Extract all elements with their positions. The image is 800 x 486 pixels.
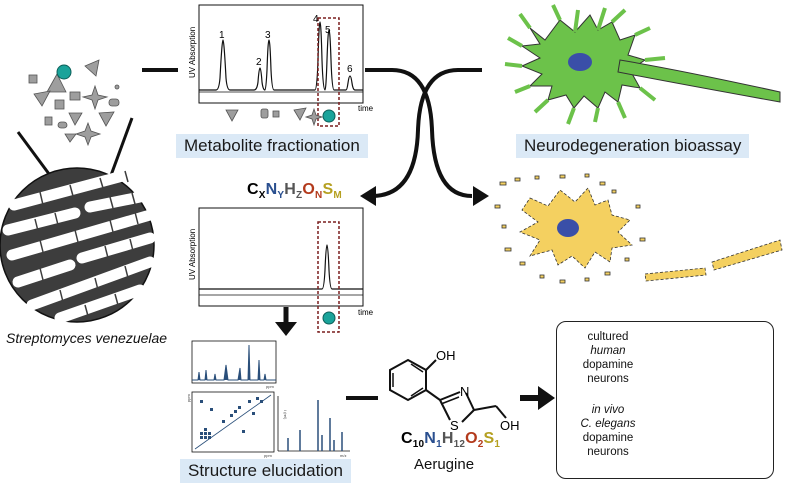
- panel-line8: neurons: [587, 446, 629, 458]
- mf-s: S: [483, 430, 495, 447]
- fraction-shapes: [225, 107, 336, 127]
- compound-name: Aerugine: [414, 456, 475, 473]
- chromatogram-1-y-label: UV Absorption: [188, 27, 197, 78]
- chromatogram-1: [198, 4, 364, 127]
- chromatogram-2-x-label: time: [358, 308, 374, 317]
- chromatogram-2-y-label: UV Absorption: [188, 229, 197, 280]
- nmr-ppm-label-1: ppm: [266, 384, 274, 389]
- panel-line2: human: [590, 345, 626, 357]
- bacteria-colony: [0, 164, 156, 324]
- label-fractionation: Metabolite fractionation: [176, 134, 368, 158]
- gf-o-sub: N: [315, 190, 323, 202]
- mf-h: H: [441, 430, 454, 447]
- mf-c: C: [401, 430, 413, 447]
- organism-name: Streptomyces venezuelae: [6, 330, 168, 346]
- peak-2: 2: [256, 57, 262, 68]
- panel-line3: dopamine: [582, 359, 634, 371]
- arrow-head-left: [360, 186, 376, 206]
- panel-elegans-text: in vivo C. elegans dopamine neurons: [568, 403, 648, 459]
- atom-n: N: [460, 384, 469, 399]
- arrow-head-right: [473, 186, 489, 206]
- mf-o: O: [465, 430, 478, 447]
- label-bioassay: Neurodegeneration bioassay: [516, 134, 750, 158]
- nmr-2d-spectrum: [191, 391, 275, 453]
- panel-human-text: cultured human dopamine neurons: [568, 330, 648, 386]
- ms-y-label: I (rel): [283, 410, 288, 420]
- peak-3: 3: [265, 30, 271, 41]
- gf-h: H: [284, 181, 297, 198]
- validation-panel: [556, 321, 774, 479]
- aerugine-structure: [389, 358, 507, 423]
- gf-n-sub: Y: [277, 190, 285, 202]
- panel-line7: dopamine: [582, 432, 634, 444]
- metabolite-particles: [28, 59, 120, 147]
- chromatogram-2: [198, 207, 364, 333]
- mf-h-sub: 12: [453, 439, 466, 451]
- ms-axis-label: m/z: [340, 453, 346, 458]
- gf-c-sub: X: [258, 190, 266, 202]
- peak-4: 4: [313, 14, 319, 25]
- gf-n: N: [265, 181, 278, 198]
- generic-formula: CXNYHZONSM: [247, 181, 342, 201]
- crossing-arrows: [365, 68, 482, 198]
- healthy-neuron: [504, 4, 781, 125]
- gf-s-sub: M: [333, 190, 342, 202]
- panel-line4: neurons: [587, 373, 629, 385]
- atom-s: S: [450, 418, 459, 433]
- atom-oh-side: OH: [500, 418, 520, 433]
- peak-5: 5: [325, 25, 331, 36]
- label-elucidation: Structure elucidation: [180, 459, 351, 483]
- mass-spectrum: [277, 396, 350, 452]
- panel-line5: in vivo: [591, 404, 625, 416]
- gf-h-sub: Z: [296, 190, 303, 202]
- gf-c: C: [247, 181, 259, 198]
- atom-oh-top: OH: [436, 348, 456, 363]
- molecular-formula: C10N1H12O2S1: [401, 430, 500, 450]
- cone-line-left: [16, 131, 54, 179]
- mf-n-sub: 1: [436, 439, 442, 451]
- mf-o-sub: 2: [477, 439, 484, 451]
- nmr-ppm-label-2: ppm: [186, 394, 191, 402]
- panel-line1: cultured: [587, 331, 629, 343]
- mf-s-sub: 1: [494, 439, 501, 451]
- cone-line-right: [108, 117, 134, 179]
- down-arrow-head: [275, 322, 297, 336]
- nmr-ppm-label-3: ppm: [264, 453, 272, 458]
- gf-o: O: [302, 181, 316, 198]
- panel-line6: C. elegans: [580, 418, 636, 430]
- chromatogram-1-x-label: time: [358, 104, 374, 113]
- arrow-to-panel-head: [538, 386, 555, 410]
- mf-c-sub: 10: [412, 439, 425, 451]
- mf-n: N: [424, 430, 437, 447]
- gf-s: S: [322, 181, 334, 198]
- peak-1: 1: [219, 30, 225, 41]
- peak-6: 6: [347, 64, 353, 75]
- nmr-1d-spectrum: [191, 340, 277, 384]
- degenerating-neuron: [494, 173, 783, 284]
